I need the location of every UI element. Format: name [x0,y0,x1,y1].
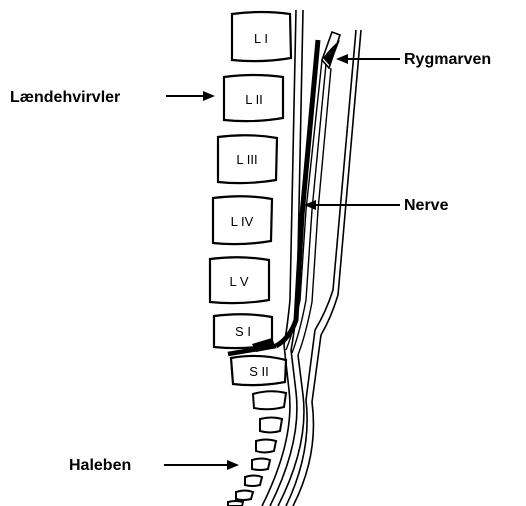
coccyx-segment [260,418,282,433]
vertebra-label-s2: S II [249,364,269,379]
vertebra-label-l2: L II [245,92,263,107]
coccyx-segment [253,391,286,409]
coccyx-segment [236,491,253,501]
coccyx-segment [256,440,276,453]
callout-tailbone: Haleben [69,457,131,474]
vertebra-label-l3: L III [236,152,257,167]
callout-nerve: Nerve [404,197,449,214]
vertebra-label-l4: L IV [231,214,254,229]
coccyx-segment [245,476,262,487]
vertebra-label-s1: S I [235,324,251,339]
vertebra-label-l5: L V [229,274,248,289]
callout-lumbar-vertebrae: Lændehvirvler [10,89,120,106]
coccyx-segment [252,459,270,471]
coccyx-segment [228,501,243,506]
vertebra-label-l1: L I [254,31,268,46]
callout-spinal-cord: Rygmarven [404,51,491,68]
